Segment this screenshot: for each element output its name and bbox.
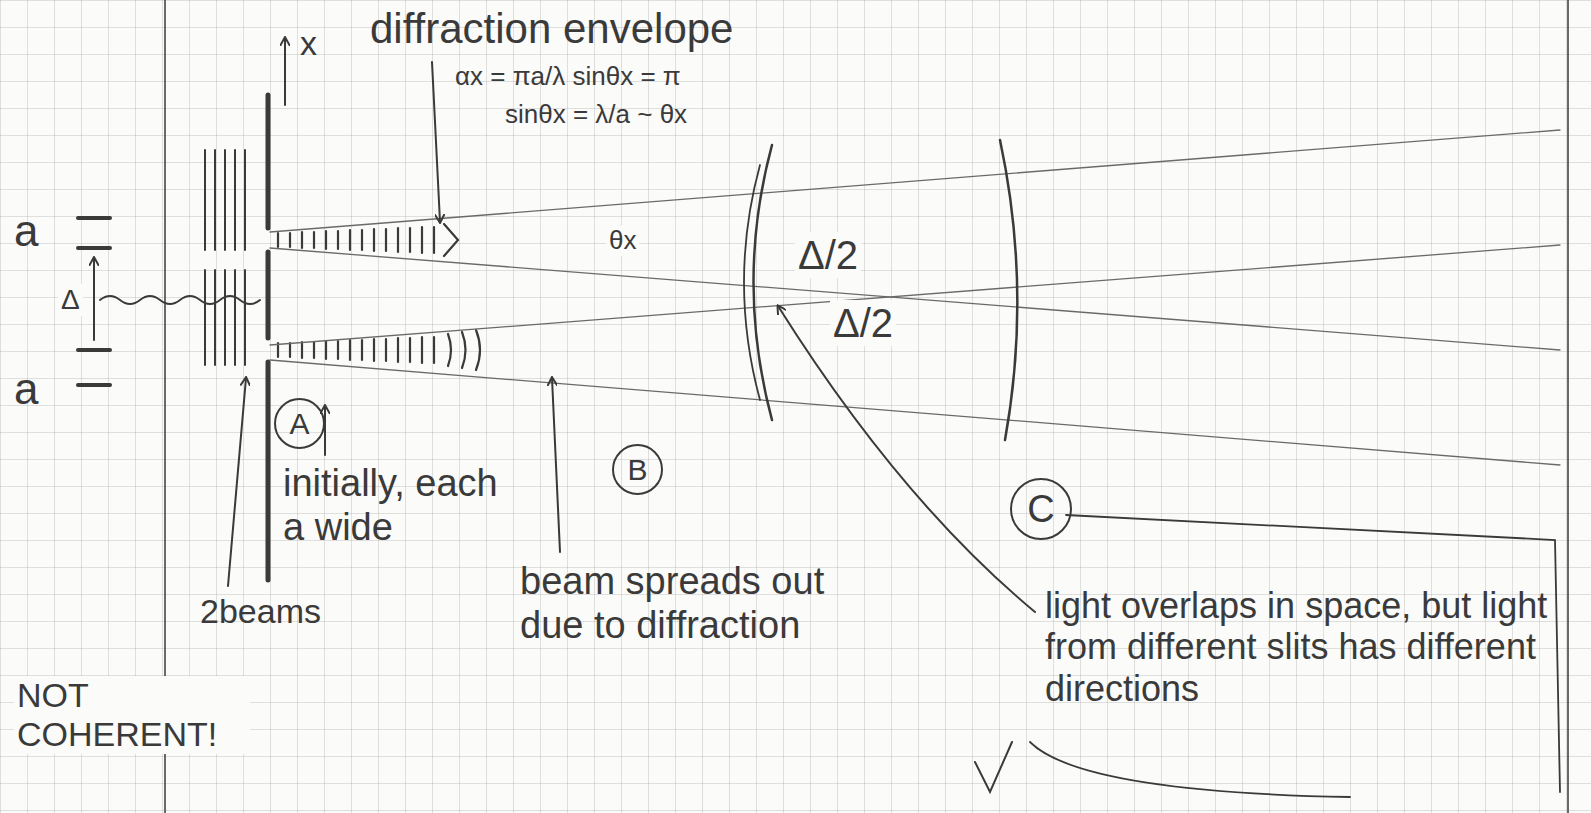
note-label: diffraction envelope <box>370 5 733 53</box>
leader-arrow <box>228 378 246 586</box>
callout-letter: A <box>289 407 309 441</box>
margin-line <box>1567 0 1569 813</box>
envelope-lines <box>270 130 1560 465</box>
slit-barrier <box>266 95 271 580</box>
note-label: αx = πa/λ sinθx = π <box>455 62 681 92</box>
wavefronts <box>205 150 245 365</box>
note-label: initially, each a wide <box>283 462 513 549</box>
note-label: θx <box>606 226 639 256</box>
note-label: Δ/2 <box>830 300 896 346</box>
note-label: Δ/2 <box>795 232 861 278</box>
check-mark <box>975 742 1012 792</box>
dimension-arrow <box>93 258 95 340</box>
callout-circle: B <box>612 444 663 495</box>
beam-arrow <box>444 224 458 256</box>
note-bracket <box>1030 742 1350 797</box>
note-label: a <box>14 364 38 415</box>
slit-width-marks <box>78 218 110 385</box>
note-label: light overlaps in space, but light from … <box>1045 585 1560 709</box>
note-label: a <box>14 206 38 257</box>
lens-arc <box>744 165 760 400</box>
callout-circle: A <box>274 398 325 449</box>
leader-arrow <box>324 406 326 455</box>
note-label: beam spreads out due to diffraction <box>520 560 860 647</box>
lens-arc <box>754 145 773 420</box>
note-label: NOT COHERENT! <box>14 676 250 754</box>
leader-arrow <box>432 62 440 222</box>
callout-letter: B <box>627 453 647 487</box>
screen-arc <box>1000 140 1017 440</box>
callout-letter: C <box>1027 488 1054 531</box>
callout-circle: C <box>1010 478 1072 540</box>
note-label: 2beams <box>200 592 321 631</box>
note-label: Δ <box>58 284 83 316</box>
axis-arrow <box>284 38 286 105</box>
leader-arrow <box>552 378 560 552</box>
note-label: x <box>300 24 317 63</box>
note-label: sinθx = λ/a ~ θx <box>505 100 687 130</box>
